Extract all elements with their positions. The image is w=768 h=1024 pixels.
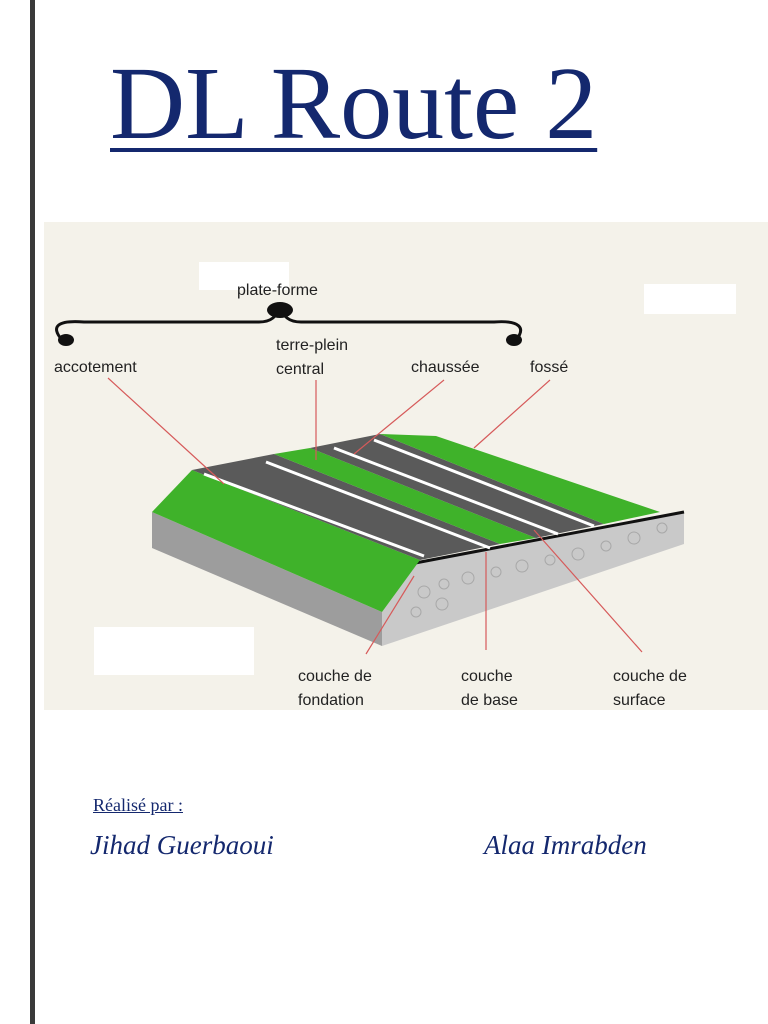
lane-marking <box>333 446 559 536</box>
label-plate-forme: plate-forme <box>237 282 318 299</box>
surface-layer-edge <box>409 510 685 566</box>
road-diagram-svg: plate-forme accotement terre-plein centr… <box>44 222 768 710</box>
leader-lines <box>107 377 643 655</box>
label-base-line2: de base <box>461 692 518 709</box>
label-surface-line2: surface <box>613 692 666 709</box>
credit-label: Réalisé par : <box>93 795 183 815</box>
label-surface-line1: couche de <box>613 668 687 685</box>
page-margin-rule <box>30 0 35 1024</box>
brace-knot <box>267 302 293 318</box>
label-accotement: accotement <box>54 359 137 376</box>
label-chaussee: chaussée <box>411 359 480 376</box>
central-median-grass <box>274 448 536 544</box>
blank-patch <box>199 262 289 290</box>
label-terre-plein-line1: terre-plein <box>276 337 348 354</box>
brace-end <box>506 334 522 346</box>
base-layer-face <box>382 512 684 646</box>
lane-marking <box>373 438 595 528</box>
right-carriageway <box>310 434 604 538</box>
brace-end <box>58 334 74 346</box>
road-cross-section-figure: plate-forme accotement terre-plein centr… <box>44 222 768 710</box>
lane-marking <box>203 472 425 558</box>
left-shoulder-grass <box>152 470 420 612</box>
label-terre-plein-line2: central <box>276 361 324 378</box>
left-carriageway <box>192 454 500 560</box>
lane-marking <box>265 460 491 550</box>
label-base-line1: couche <box>461 668 513 685</box>
blank-patch <box>644 284 736 314</box>
label-fondation-line1: couche de <box>298 668 372 685</box>
right-shoulder-ditch <box>380 434 660 524</box>
author-name: Jihad Guerbaoui <box>90 830 274 860</box>
author-name: Alaa Imrabden <box>484 830 647 860</box>
label-fondation-line2: fondation <box>298 692 364 709</box>
gravel-texture <box>410 522 668 618</box>
document-title: DL Route 2 <box>110 46 598 161</box>
left-side-face <box>152 512 382 646</box>
blank-patch <box>94 627 254 675</box>
label-fosse: fossé <box>530 359 568 376</box>
